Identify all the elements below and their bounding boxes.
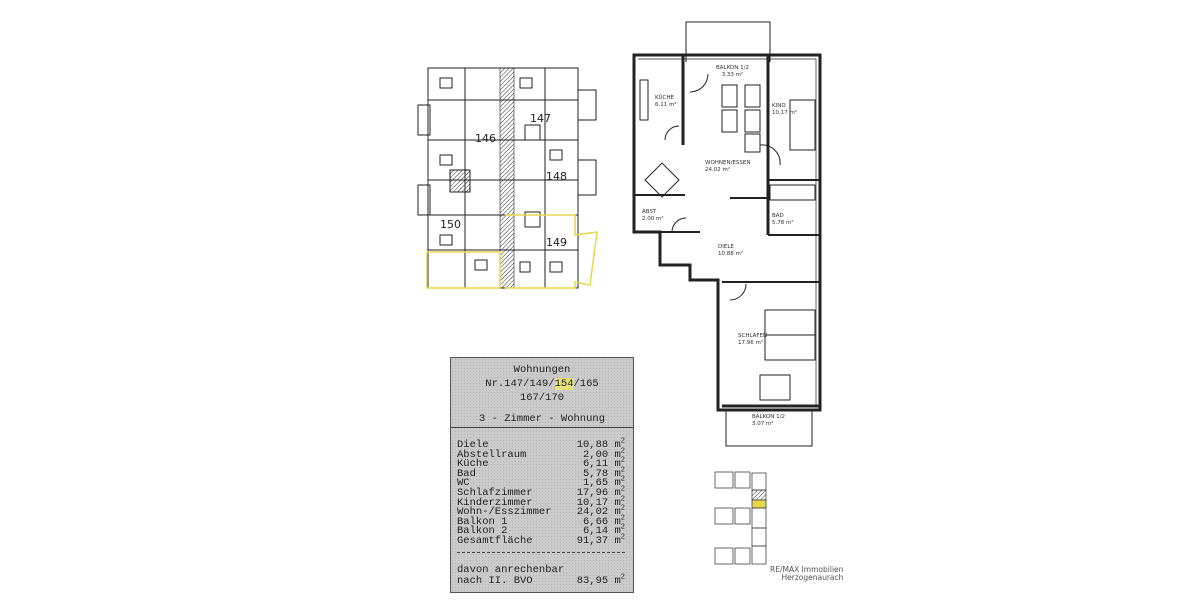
room-name: Balkon 1 (457, 515, 508, 528)
room-name: Küche (457, 458, 489, 471)
company-logo: RE/MAX Immobilien Herzogenaurach (770, 566, 843, 582)
room-area: 10,88 m2 (576, 437, 625, 451)
room-name: Diele (457, 439, 489, 451)
area-rows: Diele 10,88 m2 Abstellraum 2,00 m2 Küche 6,11… (451, 428, 633, 587)
table-header: Wohnungen Nr.147/149/154/165 167/170 3 -… (451, 358, 633, 428)
unit-number: 150 (440, 218, 461, 231)
footer-value: 83,95 m2 (576, 573, 625, 587)
room-area: 6,14 m2 (582, 523, 625, 538)
area-row: Balkon 2 6,14 m2 (457, 523, 625, 538)
highlighted-number: 154 (554, 378, 574, 390)
room-name: BALKON 1/2 (752, 414, 785, 420)
room-area: 2,00 m2 (582, 447, 625, 461)
room-name: Wohn-/Esszimmer (457, 506, 552, 519)
room-area: 6,11 m2 (582, 456, 625, 471)
logo-line2: Herzogenaurach (781, 573, 844, 582)
room-area: 24.02 m² (705, 167, 731, 173)
room-area: 6,66 m2 (582, 514, 625, 528)
area-row: Balkon 1 6,66 m2 (457, 514, 625, 528)
footer-label: nach II. BVO (457, 574, 533, 587)
room-area: 6.11 m² (655, 102, 677, 108)
room-name: Gesamtfläche (457, 534, 533, 547)
room-name: BAD (772, 213, 784, 219)
room-name: Schlafzimmer (457, 486, 533, 499)
room-name: Abstellraum (457, 448, 527, 461)
area-row: Bad 5,78 m2 (457, 466, 625, 480)
room-name: KIND (772, 103, 786, 109)
numbers-prefix: Nr.147/149/ (485, 378, 555, 390)
room-area: 24,02 m2 (576, 504, 625, 519)
apartment-area-table: Wohnungen Nr.147/149/154/165 167/170 3 -… (450, 357, 634, 593)
room-name: DIELE (718, 244, 734, 250)
unit-number: 147 (530, 112, 551, 125)
room-area: 1,65 m2 (582, 475, 625, 490)
apartment-type: 3 - Zimmer - Wohnung (478, 413, 606, 425)
unit-number: 149 (546, 236, 567, 249)
room-area: 10.17 m² (772, 110, 798, 116)
table-title: Wohnungen (513, 364, 571, 376)
room-area: 10.88 m² (718, 251, 744, 257)
area-row: Gesamtfläche 91,37 m2 (457, 533, 625, 547)
apartment-numbers: Nr.147/149/154/165 (451, 378, 633, 390)
area-row: WC 1,65 m2 (457, 475, 625, 490)
room-name: SCHLAFEN (738, 333, 768, 339)
area-row: Diele 10,88 m2 (457, 437, 625, 451)
room-area: 17,96 m2 (576, 485, 625, 499)
room-area: 10,17 m2 (576, 495, 625, 509)
room-area: 91,37 m2 (576, 533, 625, 547)
room-name: Balkon 2 (457, 525, 508, 538)
area-row: Kinderzimmer 10,17 m2 (457, 495, 625, 509)
room-name: KÜCHE (655, 95, 674, 101)
area-row: Abstellraum 2,00 m2 (457, 447, 625, 461)
room-name: Bad (457, 467, 476, 480)
room-name: ABST (642, 209, 657, 215)
area-row: Schlafzimmer 17,96 m2 (457, 485, 625, 499)
divider (457, 551, 625, 553)
room-name: BALKON 1/2 (716, 65, 749, 71)
unit-number: 148 (546, 170, 567, 183)
unit-number: 146 (475, 132, 496, 145)
room-name: Kinderzimmer (457, 496, 533, 509)
numbers-suffix: /165 (573, 378, 599, 390)
room-area: 2.00 m² (642, 216, 664, 222)
room-name: WOHNEN/ESSEN (705, 160, 751, 166)
room-area: 5,78 m2 (582, 466, 625, 480)
apartment-numbers-line2: 167/170 (519, 392, 565, 404)
room-name: WC (457, 477, 470, 490)
area-row: Wohn-/Esszimmer 24,02 m2 (457, 504, 625, 519)
room-area: 17.96 m² (738, 340, 764, 346)
room-area: 3.33 m² (721, 72, 744, 78)
area-row: Küche 6,11 m2 (457, 456, 625, 471)
room-area: 5.78 m² (772, 220, 794, 226)
footer-label: davon anrechenbar (457, 563, 565, 576)
logo-line1: RE/MAX Immobilien (770, 565, 844, 574)
room-area: 3.07 m² (752, 421, 774, 427)
